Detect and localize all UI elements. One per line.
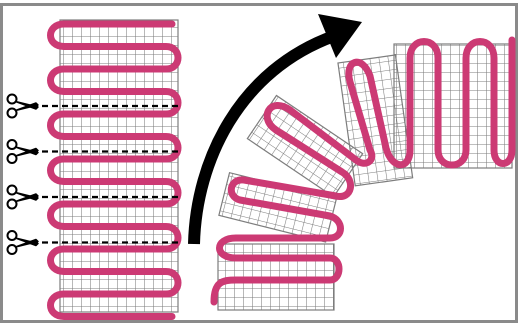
bent-heating-mat	[210, 36, 516, 311]
curved-arrow-icon	[188, 14, 362, 245]
bent-heating-cable	[210, 36, 516, 306]
scissors-icon	[6, 230, 39, 255]
scissors-icon	[6, 139, 39, 164]
scissors-icon	[6, 184, 39, 210]
left-heating-mat	[6, 19, 182, 320]
cut-lines	[32, 104, 178, 244]
scissors-icon	[6, 93, 39, 119]
scissors-group	[6, 93, 39, 255]
left-heating-cable	[47, 20, 182, 320]
